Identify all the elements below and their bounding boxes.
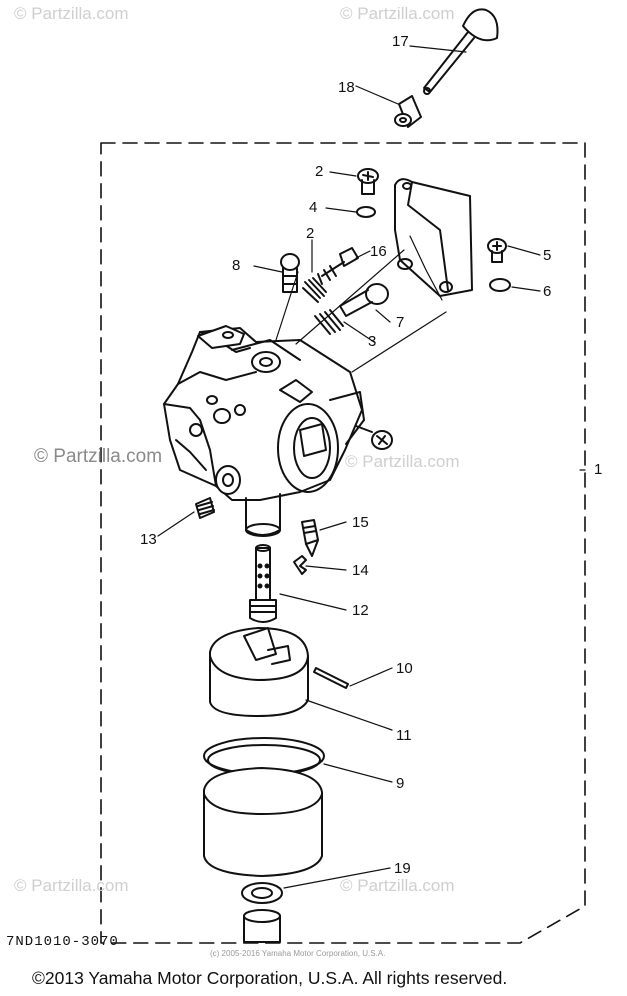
callout-labels: 17 18 2 4 2 16 8 5 6 7 3 1 13 15 14 12 1… (140, 33, 602, 877)
callout-13: 10 (396, 660, 413, 677)
part-17-pilot-screw (317, 247, 359, 285)
choke-lever-bracket (394, 178, 473, 297)
part-2-spring-lower (314, 309, 344, 335)
callout-6: 6 (543, 283, 551, 300)
callout-18: 17 (392, 33, 409, 50)
part-13-float-pin (313, 667, 349, 689)
diagram-part-code: 7ND1010-3070 (6, 934, 119, 950)
callout-10: 11 (396, 727, 412, 744)
part-3-screw (357, 168, 379, 195)
part-2-spring-upper (302, 277, 327, 303)
footer-copyright: ©2013 Yamaha Motor Corporation, U.S.A. A… (32, 968, 508, 988)
callout-3: 2 (315, 163, 323, 180)
leader-lines (157, 45, 586, 889)
part-14-drain-gasket (241, 882, 283, 904)
callout-19: 18 (338, 79, 355, 96)
diagram-small-copyright: (c) 2005-2016 Yamaha Motor Corporation, … (210, 949, 386, 958)
callout-11: 12 (352, 602, 369, 619)
watermark-bottom-left: © Partzilla.com (14, 876, 129, 895)
callout-15: 14 (352, 562, 369, 579)
float-bowl (203, 767, 323, 877)
part-10-float (209, 627, 309, 717)
watermark-middle-left: © Partzilla.com (34, 446, 163, 467)
callout-16: 15 (352, 514, 369, 531)
callout-17: 16 (370, 243, 387, 260)
part-9-screw (280, 253, 300, 293)
part-16-needle-valve (301, 519, 319, 557)
callout-1: 1 (594, 461, 602, 478)
watermark-middle-right: © Partzilla.com (345, 452, 460, 471)
callout-4: 4 (309, 199, 317, 216)
callout-2-lower: 3 (368, 333, 376, 350)
part-18-choke-knob (423, 8, 499, 95)
part-6-washer (489, 278, 511, 292)
callout-14: 19 (394, 860, 411, 877)
part-12-jet (195, 497, 215, 519)
part-11-main-nozzle (249, 544, 277, 623)
part-15-clip (293, 555, 307, 575)
callout-9: 8 (232, 257, 240, 274)
callout-7: 7 (396, 314, 404, 331)
part-19-grommet (394, 95, 422, 128)
assembly-boundary (100, 142, 586, 944)
part-5-screw (487, 238, 507, 263)
watermark-bottom-right: © Partzilla.com (340, 876, 455, 895)
callout-2-upper: 2 (306, 225, 314, 242)
drain-plug (243, 909, 281, 943)
part-4-washer (356, 206, 376, 218)
callout-8: 9 (396, 775, 404, 792)
callout-5: 5 (543, 247, 551, 264)
part-7-throttle-screw (339, 283, 389, 317)
watermark-top-right: © Partzilla.com (340, 4, 455, 23)
watermark-top-left: © Partzilla.com (14, 4, 129, 23)
carburetor-body (163, 325, 393, 537)
callout-12: 13 (140, 531, 157, 548)
